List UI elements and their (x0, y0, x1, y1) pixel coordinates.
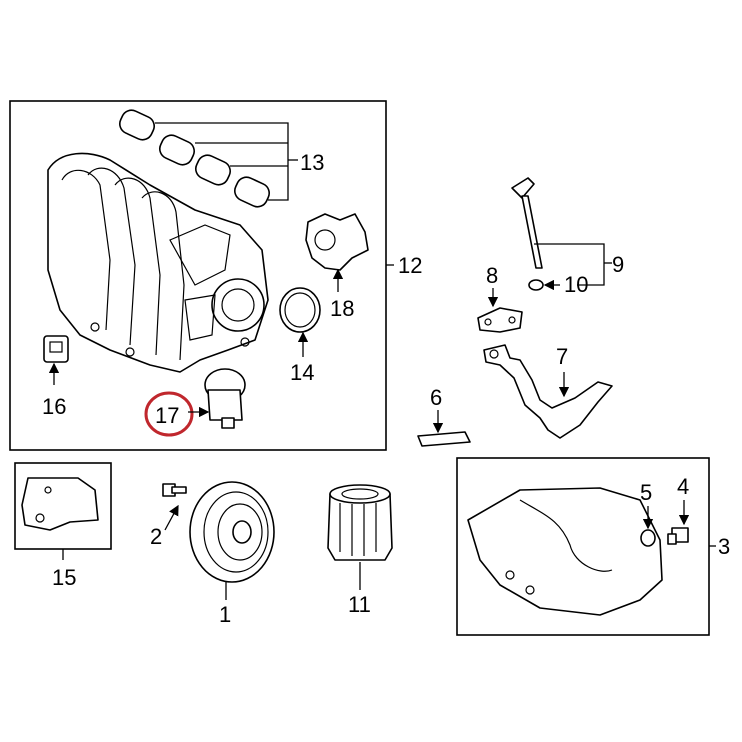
intake-manifold-drawing (47, 152, 269, 373)
oil-filter-11-drawing (327, 484, 393, 561)
highlight-ring (144, 391, 194, 437)
callout-18: 18 (330, 296, 354, 321)
sensor-16-drawing (43, 335, 69, 363)
callout-6: 6 (430, 385, 442, 410)
callout-7: 7 (556, 344, 568, 369)
callout-15: 15 (52, 565, 76, 590)
callout-13: 13 (300, 150, 324, 175)
bracket-15-drawing (21, 477, 99, 531)
gasket-8-drawing (477, 307, 523, 333)
callout-17: 17 (155, 403, 179, 428)
gasket-set-drawing (119, 109, 270, 208)
o-ring-14-drawing (279, 287, 321, 333)
valve-18-drawing (305, 213, 369, 271)
oil-pickup-7-drawing (483, 344, 613, 439)
bolt-2-drawing (162, 483, 187, 497)
actuator-17-drawing (204, 368, 246, 429)
callout-4: 4 (677, 474, 689, 499)
washer-5-drawing (640, 529, 656, 547)
callout-12: 12 (398, 253, 422, 278)
callout-11: 11 (348, 592, 371, 617)
callout-1: 1 (219, 602, 231, 627)
oil-pan-3-drawing (467, 487, 663, 616)
callout-2: 2 (150, 524, 162, 549)
pulley-1-drawing (189, 481, 275, 583)
callout-9: 9 (612, 252, 624, 277)
callout-8: 8 (486, 263, 498, 288)
callout-10: 10 (564, 272, 588, 297)
plate-6-drawing (417, 431, 471, 447)
callout-14: 14 (290, 360, 314, 385)
callout-3: 3 (718, 534, 730, 559)
intake-manifold-group-box (9, 100, 387, 451)
callout-16: 16 (42, 394, 66, 419)
drain-plug-4-drawing (667, 527, 689, 545)
callout-5: 5 (640, 480, 652, 505)
dipstick-drawing (511, 177, 543, 269)
washer-10-drawing (528, 279, 544, 291)
